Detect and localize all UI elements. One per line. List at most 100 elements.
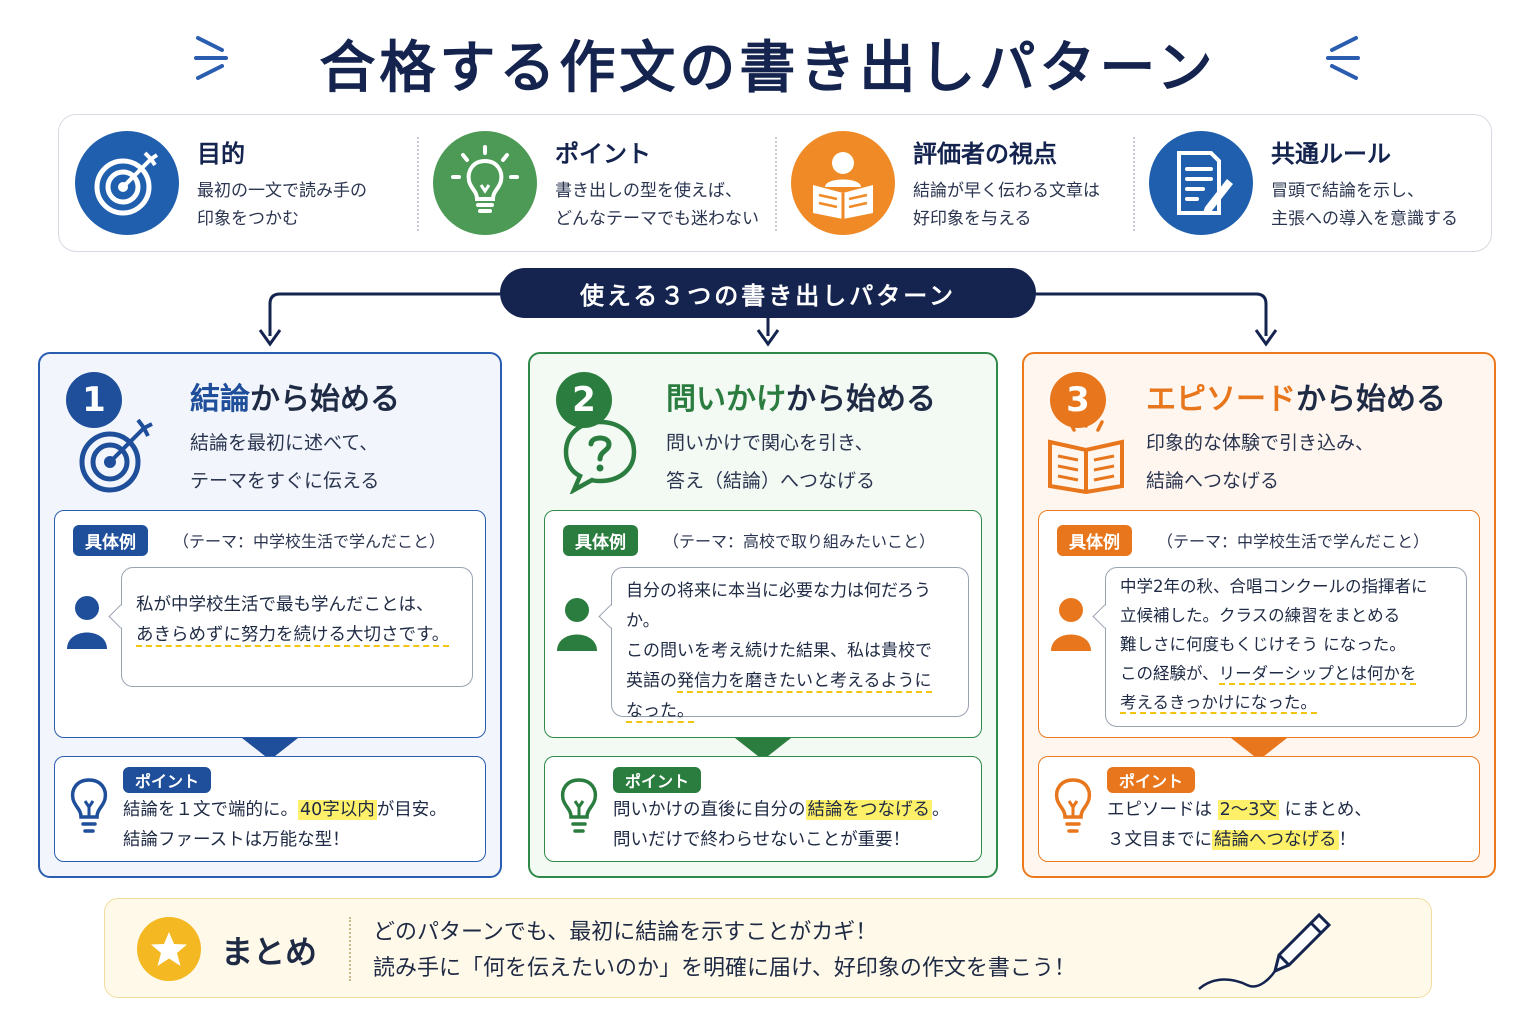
pattern-number: 3 <box>1050 372 1106 428</box>
pattern-card-conclusion: 1 結論から始める 結論を最初に述べて、 テーマをすぐに伝える 具体例 （テーマ… <box>38 352 502 878</box>
example-line: なった。 <box>626 696 954 726</box>
branch-connector <box>258 292 1278 347</box>
example-line-underlined: あきらめずに努力を続ける大切さです。 <box>136 625 450 647</box>
pattern-card-episode: 3 エピソードから始める 印象的な体験で引き込み、 結論へつなげる 具体例 （テ… <box>1022 352 1496 878</box>
pattern-desc-line: 答え（結論）へつなげる <box>666 470 876 492</box>
point-box: ポイント エピソードは 2〜3文 にまとめ、 ３文目までに結論へつなげる！ <box>1038 756 1480 862</box>
point-text-part: ！ <box>1338 830 1357 850</box>
pattern-desc-line: テーマをすぐに伝える <box>190 470 380 492</box>
point-text-part: 結論を１文で端的に。 <box>123 800 298 820</box>
star-icon <box>137 917 201 981</box>
pattern-title-highlight: 結論 <box>190 382 250 417</box>
pattern-title-highlight: エピソード <box>1146 382 1296 417</box>
point-highlight: 2〜3文 <box>1217 800 1279 820</box>
question-bubble-icon <box>563 419 637 494</box>
example-line-part: 英語の <box>626 671 677 691</box>
person-icon <box>67 596 107 649</box>
summary-divider <box>349 917 351 981</box>
pattern-title-highlight: 問いかけ <box>666 382 786 417</box>
pattern-desc-line: 問いかけで関心を引き、 <box>666 432 874 454</box>
example-bubble: 私が中学校生活で最も学んだことは、 あきらめずに努力を続ける大切さです。 <box>121 567 473 687</box>
info-title: 目的 <box>197 139 245 168</box>
summary-text: どのパターンでも、最初に結論を示すことがカギ！ 読み手に「何を伝えたいのか」を明… <box>373 915 1076 987</box>
summary-line: どのパターンでも、最初に結論を示すことがカギ！ <box>373 920 878 945</box>
example-line: 考えるきっかけになった。 <box>1120 688 1452 717</box>
point-tag: ポイント <box>613 767 702 793</box>
info-title: ポイント <box>555 139 651 168</box>
example-line: 中学2年の秋、合唱コンクールの指揮者に <box>1120 577 1428 596</box>
info-desc-line: 結論が早く伝わる文章は <box>913 180 1100 201</box>
point-text-part: ３文目までに <box>1107 830 1212 850</box>
example-line-underlined: 発信力を磨きたいと考えるように <box>677 671 932 693</box>
point-text-part: 。 <box>932 800 950 820</box>
pattern-desc: 印象的な体験で引き込み、 結論へつなげる <box>1146 424 1374 500</box>
page-title-area: 合格する作文の書き出しパターン <box>0 18 1536 108</box>
info-title: 評価者の視点 <box>913 139 1057 168</box>
pattern-number: 2 <box>556 372 612 428</box>
info-desc-line: 主張への導入を意識する <box>1271 208 1458 229</box>
example-line: 英語の発信力を磨きたいと考えるように <box>626 666 954 696</box>
info-desc-line: どんなテーマでも迷わない <box>555 208 759 229</box>
sparkle-left-icon <box>194 36 228 80</box>
example-line: この問いを考え続けた結果、私は貴校で <box>626 641 932 661</box>
pattern-title-rest: から始める <box>250 382 400 417</box>
example-bubble: 自分の将来に本当に必要な力は何だろうか。 この問いを考え続けた結果、私は貴校で … <box>611 567 969 723</box>
info-point: ポイント 書き出しの型を使えば、 どんなテーマでも迷わない <box>417 115 775 251</box>
point-tag: ポイント <box>123 767 212 793</box>
example-line: あきらめずに努力を続ける大切さです。 <box>136 620 458 650</box>
point-tag: ポイント <box>1107 767 1196 793</box>
pattern-desc-line: 結論へつなげる <box>1146 470 1280 492</box>
pattern-title: エピソードから始める <box>1146 374 1446 418</box>
example-line-part: この経験が、 <box>1120 664 1219 683</box>
example-theme: （テーマ：中学校生活で学んだこと） <box>1157 532 1430 551</box>
point-highlight: 結論へつなげる <box>1212 830 1339 850</box>
lightbulb-icon <box>1054 778 1092 833</box>
sparkle-right-icon <box>1326 36 1360 80</box>
patterns-banner: 使える３つの書き出しパターン <box>500 268 1036 318</box>
example-line: 難しさに何度もくじけそう になった。 <box>1120 635 1406 654</box>
point-text-part: にまとめ、 <box>1284 800 1372 820</box>
example-line: 立候補した。クラスの練習をまとめる <box>1120 606 1401 625</box>
info-evaluator: 評価者の視点 結論が早く伝わる文章は 好印象を与える <box>775 115 1133 251</box>
info-title: 共通ルール <box>1271 139 1391 168</box>
pattern-desc: 問いかけで関心を引き、 答え（結論）へつなげる <box>666 424 875 500</box>
pattern-title-rest: から始める <box>1296 382 1446 417</box>
target-icon <box>75 131 179 235</box>
lightbulb-icon <box>70 778 108 833</box>
point-text-part: 問いだけで終わらせないことが重要！ <box>613 830 911 850</box>
person-icon <box>557 598 597 651</box>
summary-box: まとめ どのパターンでも、最初に結論を示すことがカギ！ 読み手に「何を伝えたいの… <box>104 898 1432 998</box>
info-desc-line: 最初の一文で読み手の <box>197 180 367 201</box>
example-tag: 具体例 <box>73 525 148 556</box>
summary-title: まとめ <box>221 933 318 971</box>
info-purpose: 目的 最初の一文で読み手の 印象をつかむ <box>59 115 417 251</box>
point-text: 問いかけの直後に自分の結論をつなげる。 問いだけで終わらせないことが重要！ <box>613 795 950 855</box>
info-desc-line: 好印象を与える <box>913 208 1032 229</box>
page-title: 合格する作文の書き出しパターン <box>319 35 1217 101</box>
example-theme: （テーマ：中学校生活で学んだこと） <box>173 532 446 551</box>
info-desc-line: 冒頭で結論を示し、 <box>1271 180 1424 201</box>
pattern-desc-line: 印象的な体験で引き込み、 <box>1146 432 1375 454</box>
pattern-desc: 結論を最初に述べて、 テーマをすぐに伝える <box>190 424 379 500</box>
point-box: ポイント 結論を１文で端的に。40字以内が目安。 結論ファーストは万能な型！ <box>54 756 486 862</box>
example-box: 具体例 （テーマ：中学校生活で学んだこと） 中学2年の秋、合唱コンクールの指揮者… <box>1038 510 1480 738</box>
point-text-part: エピソードは <box>1107 800 1212 820</box>
pattern-desc-line: 結論を最初に述べて、 <box>190 432 379 454</box>
open-book-icon <box>1048 416 1124 494</box>
down-arrow-icon <box>242 738 298 760</box>
point-highlight: 40字以内 <box>298 800 377 820</box>
example-line-underlined: リーダーシップとは何かを <box>1218 664 1417 685</box>
down-arrow-icon <box>735 738 791 760</box>
pattern-card-question: 2 問いかけから始める 問いかけで関心を引き、 答え（結論）へつなげる 具体例 … <box>528 352 998 878</box>
example-box: 具体例 （テーマ：中学校生活で学んだこと） 私が中学校生活で最も学んだことは、 … <box>54 510 486 738</box>
example-tag: 具体例 <box>563 525 638 556</box>
example-line-underlined: なった。 <box>626 701 694 723</box>
summary-line: 読み手に「何を伝えたいのか」を明確に届け、好印象の作文を書こう！ <box>373 956 1076 981</box>
point-text: エピソードは 2〜3文 にまとめ、 ３文目までに結論へつなげる！ <box>1107 795 1372 855</box>
point-text-part: 結論ファーストは万能な型！ <box>123 830 350 850</box>
document-pen-icon <box>1149 131 1253 235</box>
lightbulb-icon <box>433 131 537 235</box>
point-text-part: 問いかけの直後に自分の <box>613 800 806 820</box>
pattern-title: 問いかけから始める <box>666 374 936 418</box>
example-bubble: 中学2年の秋、合唱コンクールの指揮者に 立候補した。クラスの練習をまとめる 難し… <box>1105 567 1467 727</box>
